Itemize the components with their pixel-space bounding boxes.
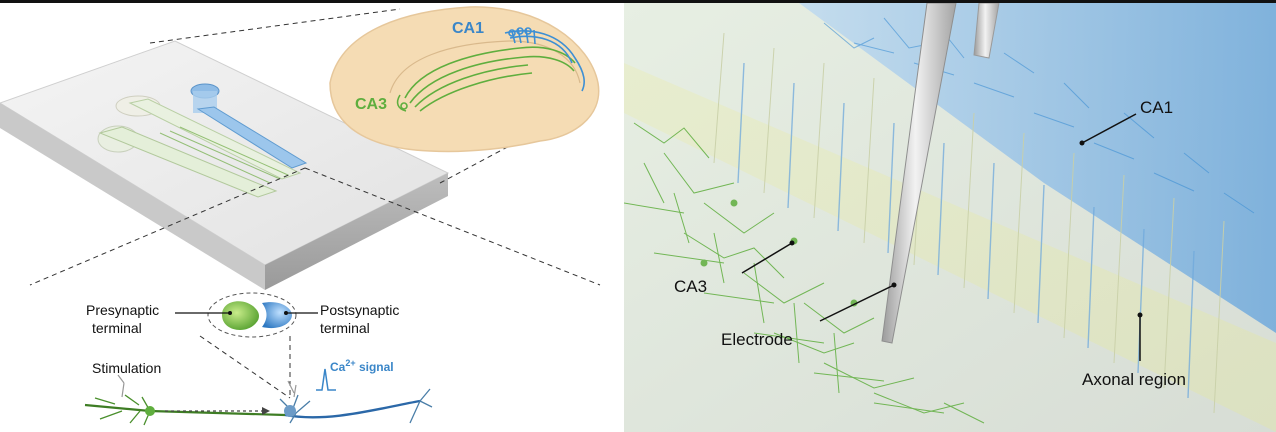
brain-ca3-label: CA3 xyxy=(355,96,387,113)
calcium-suffix: signal xyxy=(356,360,394,374)
chip-left-side xyxy=(0,103,265,290)
ca3-channel-lower xyxy=(98,126,278,198)
right-ca3-label: CA3 xyxy=(674,277,707,296)
calcium-trace-icon xyxy=(316,368,336,391)
synapse-detail: Presynaptic terminal Postsynaptic termin… xyxy=(86,292,399,338)
right-ca1-label: CA1 xyxy=(1140,98,1173,117)
postsynaptic-label-line1: Postsynaptic xyxy=(320,302,399,318)
postsynaptic-terminal-shape xyxy=(262,302,292,329)
ca3-neuron-network xyxy=(624,122,985,424)
presynaptic-terminal-shape xyxy=(222,301,259,330)
chip-right-side xyxy=(265,173,448,290)
projection-lines xyxy=(29,8,601,399)
electrode-shaft xyxy=(881,3,957,344)
ca1-channel xyxy=(196,106,308,169)
presynaptic-label-line2: terminal xyxy=(92,320,142,336)
microfluidic-chip xyxy=(0,40,450,290)
synapse-outline xyxy=(207,292,297,338)
presynaptic-label-line1: Presynaptic xyxy=(86,302,159,318)
svg-text:Ca2+ signal: Ca2+ signal xyxy=(330,358,394,374)
ca3-channel xyxy=(128,98,302,180)
calcium-signal-label: Ca2+ signal xyxy=(316,358,394,391)
brain-ca1-label: CA1 xyxy=(452,20,484,37)
right-figure-panel: CA1 CA3 Electrode Axonal region xyxy=(624,3,1276,432)
right-electrode-label: Electrode xyxy=(721,330,793,349)
right-axonal-region-label: Axonal region xyxy=(1082,370,1186,389)
calcium-base: Ca xyxy=(330,360,346,374)
left-figure-panel: CA1 CA3 Presynaptic terminal Postsynapti… xyxy=(0,3,612,432)
neuron-connection xyxy=(84,374,433,426)
ca3-fibers xyxy=(396,46,576,112)
left-panel-svg: CA1 CA3 Presynaptic terminal Postsynapti… xyxy=(0,6,601,426)
hippocampus-slice: CA1 CA3 xyxy=(329,6,600,153)
ca1-fibers xyxy=(504,27,585,92)
axonal-channel-band xyxy=(624,63,1276,432)
postsynaptic-label-line2: terminal xyxy=(320,320,370,336)
right-labels: CA1 CA3 Electrode Axonal region xyxy=(674,98,1186,389)
top-border-line xyxy=(0,0,1276,3)
axons-blue xyxy=(737,62,1195,399)
right-panel-svg: CA1 CA3 Electrode Axonal region xyxy=(624,3,1276,432)
second-electrode-shaft xyxy=(973,3,1000,59)
calcium-superscript: 2+ xyxy=(345,358,355,368)
stimulation-label: Stimulation xyxy=(92,360,161,376)
